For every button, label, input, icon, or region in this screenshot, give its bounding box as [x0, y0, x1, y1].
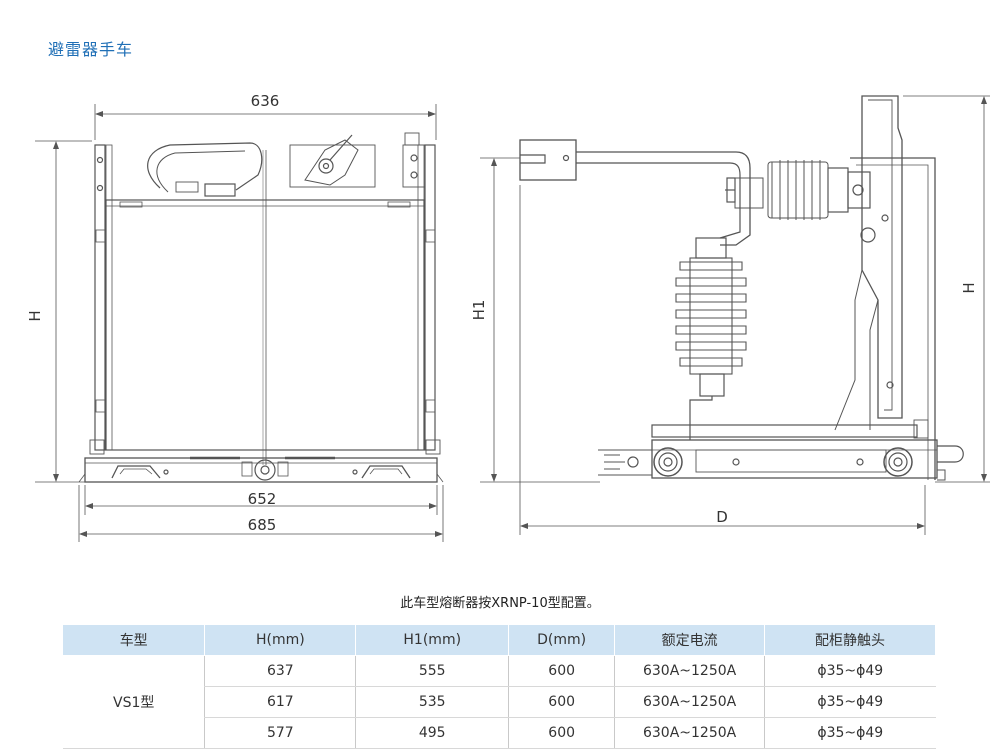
cell-rated-current: 630A~1250A — [614, 686, 765, 718]
dim-h1-label: H1 — [470, 300, 488, 321]
col-header-static-contact: 配柜静触头 — [764, 624, 936, 656]
model-cell: VS1型 — [63, 655, 205, 749]
dim-h-left-label: H — [26, 310, 44, 321]
table-row: VS1型 637 555 600 630A~1250A ϕ35~ϕ49 — [63, 655, 936, 749]
dim-685-label: 685 — [248, 516, 277, 534]
cell-static-contact: ϕ35~ϕ49 — [764, 717, 936, 749]
cell-h: 577 — [204, 717, 356, 749]
spec-table: 车型 H(mm) H1(mm) D(mm) 额定电流 配柜静触头 VS1型 63… — [63, 624, 936, 749]
col-header-model: 车型 — [63, 624, 206, 656]
cell-static-contact: ϕ35~ϕ49 — [764, 655, 936, 687]
page-title: 避雷器手车 — [48, 40, 134, 59]
col-header-h: H(mm) — [204, 624, 357, 656]
cell-d: 600 — [508, 686, 615, 718]
cell-static-contact: ϕ35~ϕ49 — [764, 686, 936, 718]
front-view — [35, 104, 444, 542]
col-header-rated-current: 额定电流 — [614, 624, 766, 656]
table-row: 617 535 600 630A~1250A ϕ35~ϕ49 — [63, 686, 936, 718]
cell-h1: 495 — [355, 717, 509, 749]
table-row: 577 495 600 630A~1250A ϕ35~ϕ49 — [63, 717, 936, 749]
side-view — [480, 95, 990, 535]
dim-636-label: 636 — [251, 92, 280, 110]
col-header-d: D(mm) — [508, 624, 616, 656]
cell-h: 637 — [204, 655, 356, 687]
dim-652-label: 652 — [248, 490, 277, 508]
cell-h: 617 — [204, 686, 356, 718]
col-header-h1: H1(mm) — [355, 624, 510, 656]
cell-h1: 555 — [355, 655, 509, 687]
cell-h1: 535 — [355, 686, 509, 718]
dim-h-right-label: H — [960, 282, 978, 293]
cell-rated-current: 630A~1250A — [614, 717, 765, 749]
table-header-row: 车型 H(mm) H1(mm) D(mm) 额定电流 配柜静触头 — [63, 624, 936, 656]
cell-d: 600 — [508, 717, 615, 749]
config-note: 此车型熔断器按XRNP-10型配置。 — [400, 596, 600, 611]
cell-d: 600 — [508, 655, 615, 687]
dim-d-label: D — [716, 508, 728, 526]
technical-drawing: 636 H 652 685 — [26, 92, 990, 542]
cell-rated-current: 630A~1250A — [614, 655, 765, 687]
